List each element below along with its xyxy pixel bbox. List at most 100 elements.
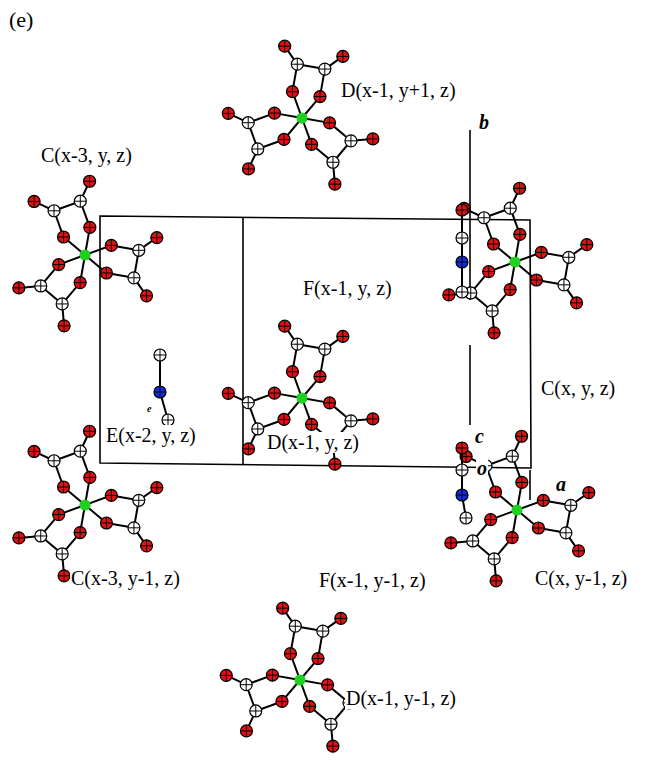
atom [100,517,112,529]
atom [58,570,70,582]
atom [460,512,472,524]
atom [456,204,468,216]
molecule-label: F(x-1, y, z) [302,278,393,299]
molecule-label: E(x-2, y, z) [105,425,197,446]
atom [53,259,65,271]
atom [58,481,70,493]
atom [28,445,40,457]
atom [242,163,254,175]
atom [483,266,495,278]
atom [250,705,262,717]
atom [532,522,544,534]
atom [56,298,68,310]
metal-complex [222,320,379,470]
atom [456,256,468,268]
atom [488,238,500,250]
solvent-molecule [456,204,468,298]
atom [222,387,234,399]
atom [485,514,497,526]
molecule-label: C(x-3, y, z) [40,145,133,166]
atom [58,231,70,243]
atom [516,430,528,442]
atom [291,58,303,70]
atom [74,527,86,539]
atom [13,282,25,294]
atom [242,117,254,129]
metal-complex [220,602,377,752]
atom [252,143,264,155]
atom [510,257,520,267]
atom [583,487,595,499]
atom [278,133,290,145]
atom [276,695,288,707]
atom [74,277,86,289]
atom [240,679,252,691]
atom [516,476,528,488]
metal-complex [222,40,379,190]
atom [530,274,542,286]
atom [84,221,96,233]
atom [367,413,379,425]
atom [35,530,47,542]
atom [514,182,526,194]
metal-complex [13,175,163,332]
atom [74,445,86,457]
atom [28,195,40,207]
atom [445,537,457,549]
atom [329,178,341,190]
atom [84,425,96,437]
atom [512,505,522,515]
atom [268,387,280,399]
atom [467,535,479,547]
atom [242,397,254,409]
atom [337,50,349,62]
atom [151,232,163,244]
atom [74,195,86,207]
atom [128,522,140,534]
atom [80,250,90,260]
molecule-label: D(x-1, y, z) [266,432,360,453]
atom [329,458,341,470]
atom [306,418,318,430]
atom [558,279,570,291]
atom [314,91,326,103]
atom [312,653,324,665]
atom [560,527,572,539]
atom [456,464,468,476]
atom [490,486,502,498]
atom [56,548,68,560]
atom [266,669,278,681]
atom [304,700,316,712]
atom [514,228,526,240]
atom [581,239,593,251]
atom [295,675,305,685]
atom [242,443,254,455]
atom [100,267,112,279]
atom [506,532,518,544]
atom [53,509,65,521]
atom [105,489,117,501]
solvent-molecule [456,442,472,524]
atom [286,366,298,378]
atom [478,212,490,224]
atom [84,175,96,187]
atom [504,284,516,296]
molecule-label: C(x-3, y-1, z) [70,568,181,589]
atom [319,343,331,355]
atom [324,397,336,409]
atom [456,442,468,454]
atom [327,156,339,168]
axis-label: b [478,112,490,133]
atom [133,494,145,506]
atom [279,40,291,52]
atom [325,718,337,730]
atom [128,272,140,284]
atom [488,327,500,339]
atom [48,455,60,467]
molecules [13,40,595,752]
atom [80,500,90,510]
atom [154,386,166,398]
atom [456,489,468,501]
metal-complex [443,182,593,339]
unit-cell [100,130,531,500]
